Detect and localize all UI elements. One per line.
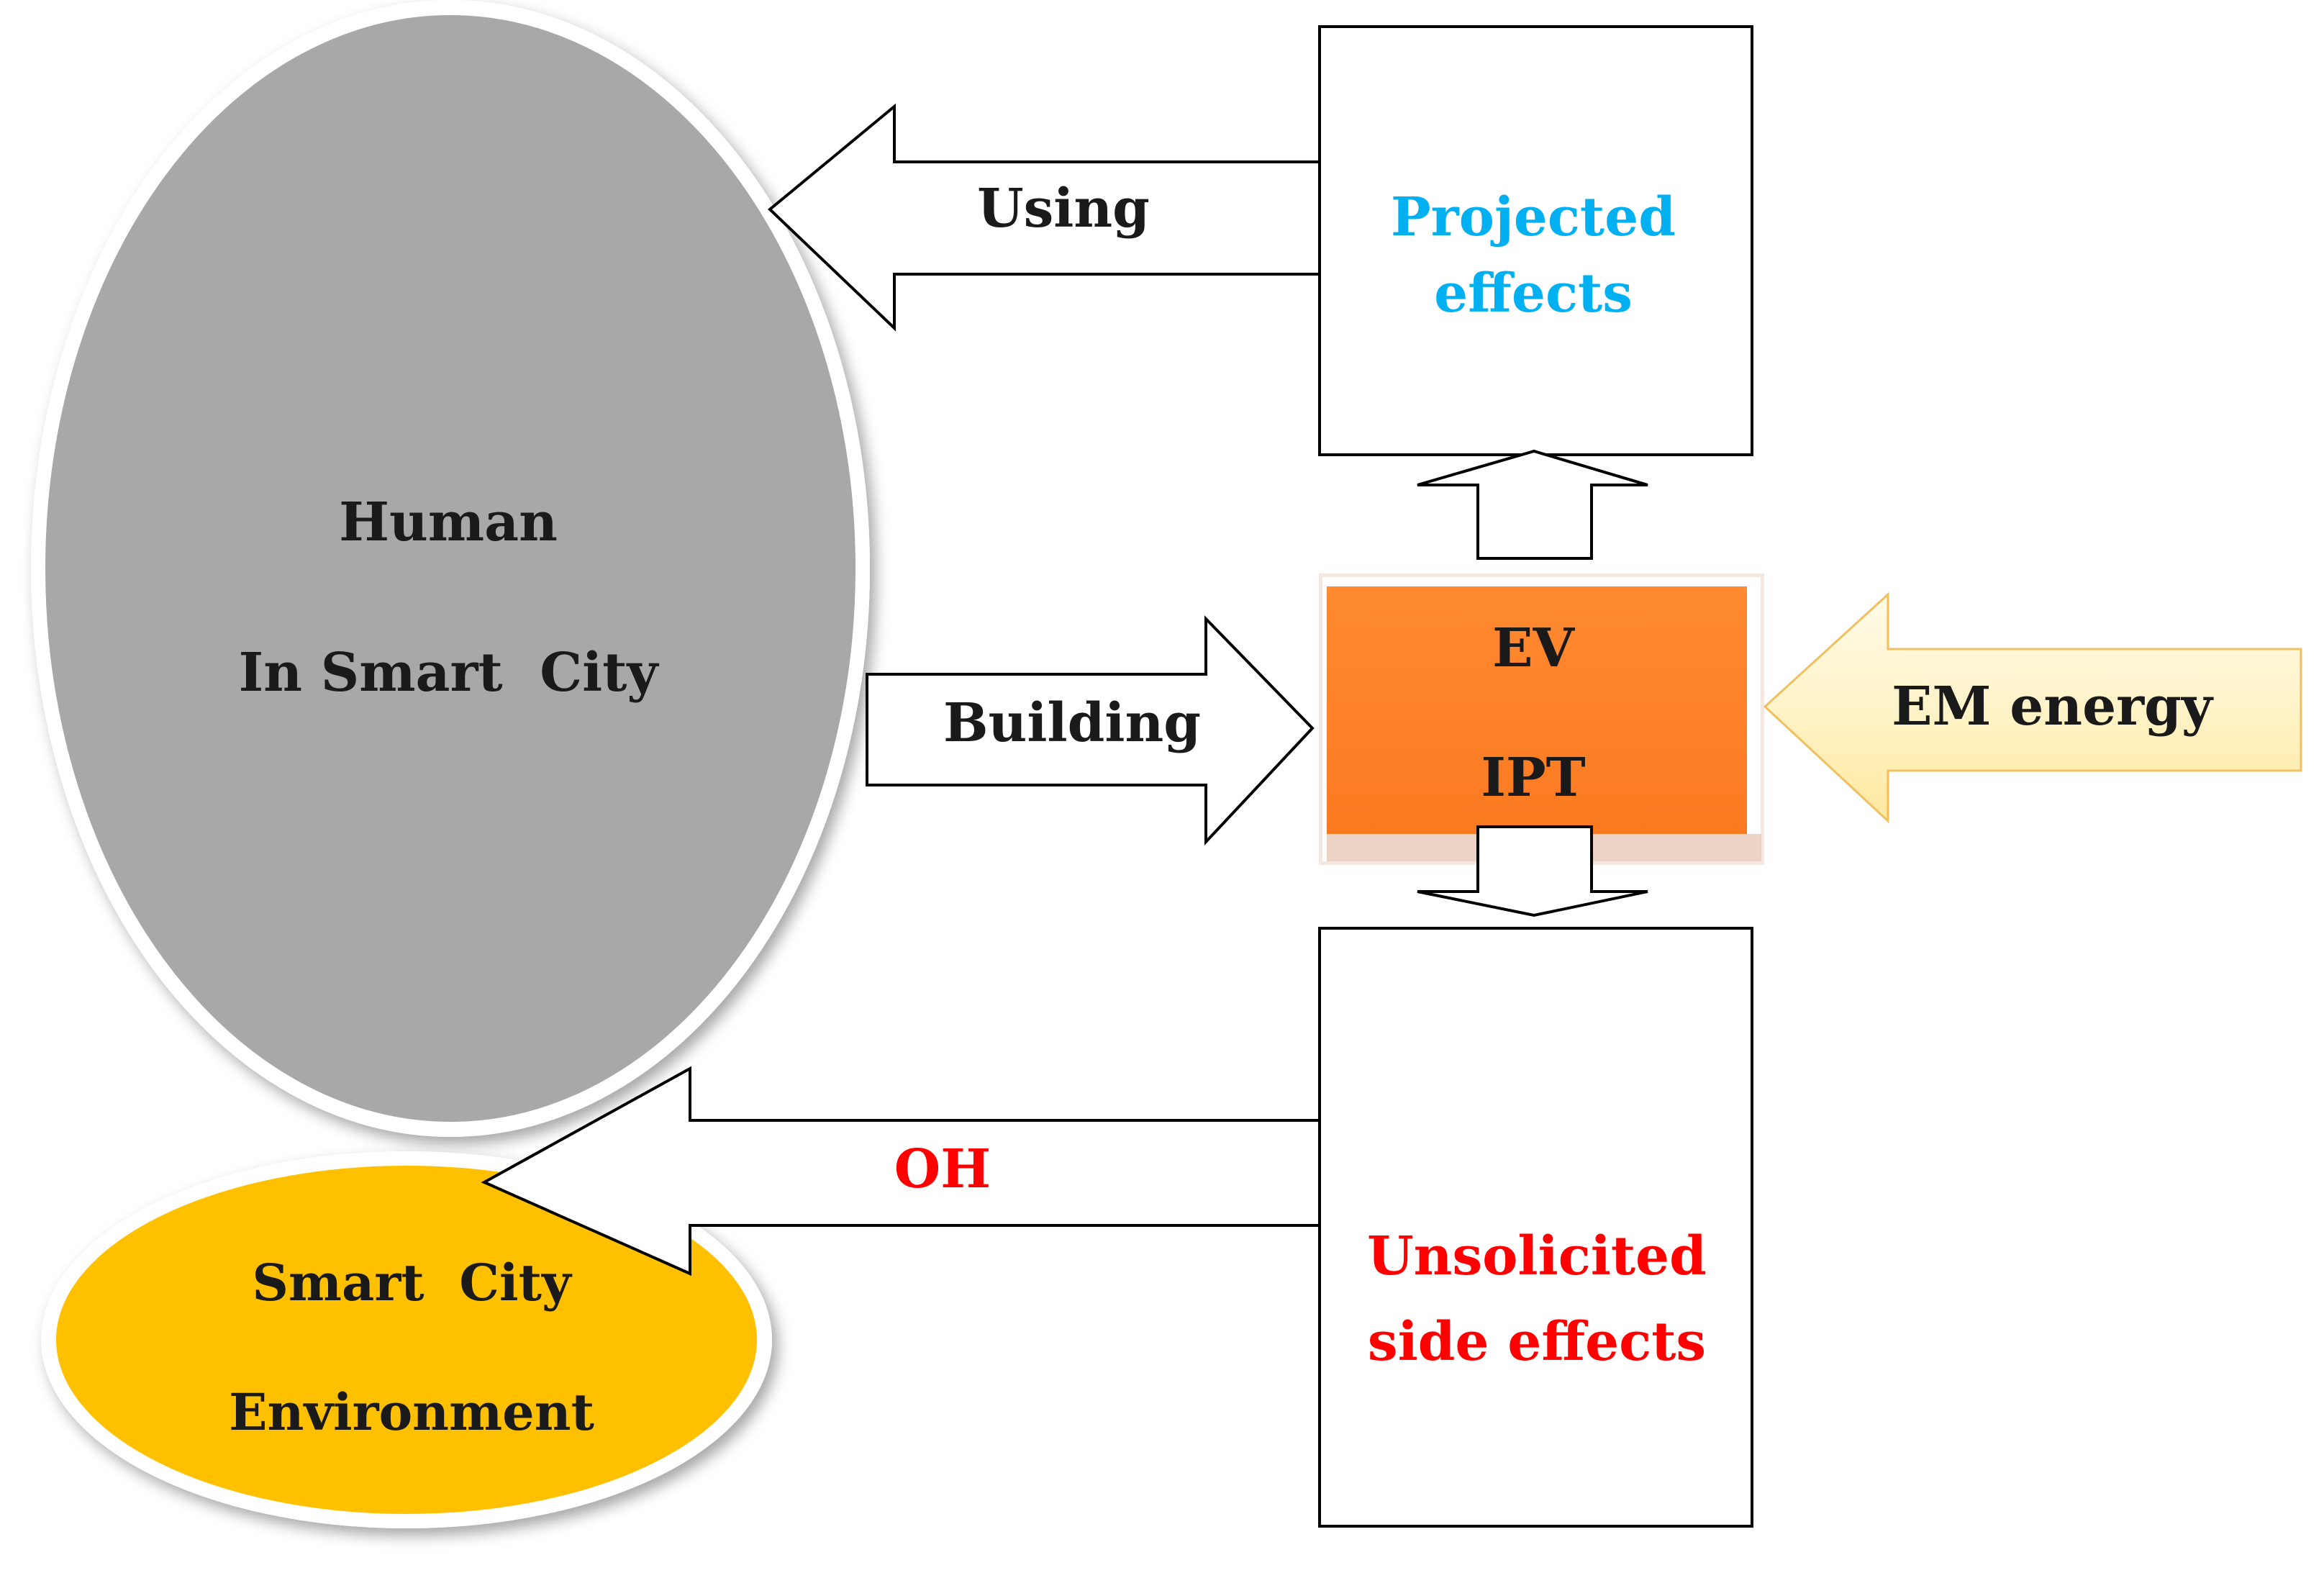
projected-label-line1: Projected — [1391, 186, 1676, 248]
human-label-line2: In Smart City — [239, 642, 660, 704]
building-label: Building — [943, 692, 1201, 754]
up-arrow — [1417, 449, 1648, 560]
ipt-label: IPT — [1481, 747, 1585, 809]
projected-label-line2: effects — [1434, 263, 1633, 325]
human-label-line1: Human — [339, 491, 558, 553]
down-arrow — [1417, 825, 1648, 917]
unsolicited-label-line1: Unsolicited — [1367, 1225, 1707, 1287]
using-label: Using — [977, 178, 1150, 240]
em-energy-arrow — [1763, 591, 2302, 824]
unsolicited-side-effects-box — [1318, 927, 1753, 1528]
oh-arrow — [481, 1066, 1321, 1277]
unsolicited-label-line2: side effects — [1368, 1311, 1706, 1373]
oh-label: OH — [894, 1138, 991, 1200]
environment-label-line1: Smart City — [252, 1253, 573, 1312]
environment-ellipse — [41, 1151, 772, 1528]
em-energy-label: EM energy — [1892, 676, 2214, 738]
building-arrow — [866, 615, 1315, 846]
ev-ipt-box — [1319, 573, 1764, 865]
projected-effects-box — [1318, 25, 1753, 456]
ev-label: EV — [1492, 617, 1575, 679]
environment-label-line2: Environment — [229, 1382, 594, 1442]
human-ellipse — [31, 0, 870, 1137]
using-arrow — [767, 103, 1321, 332]
